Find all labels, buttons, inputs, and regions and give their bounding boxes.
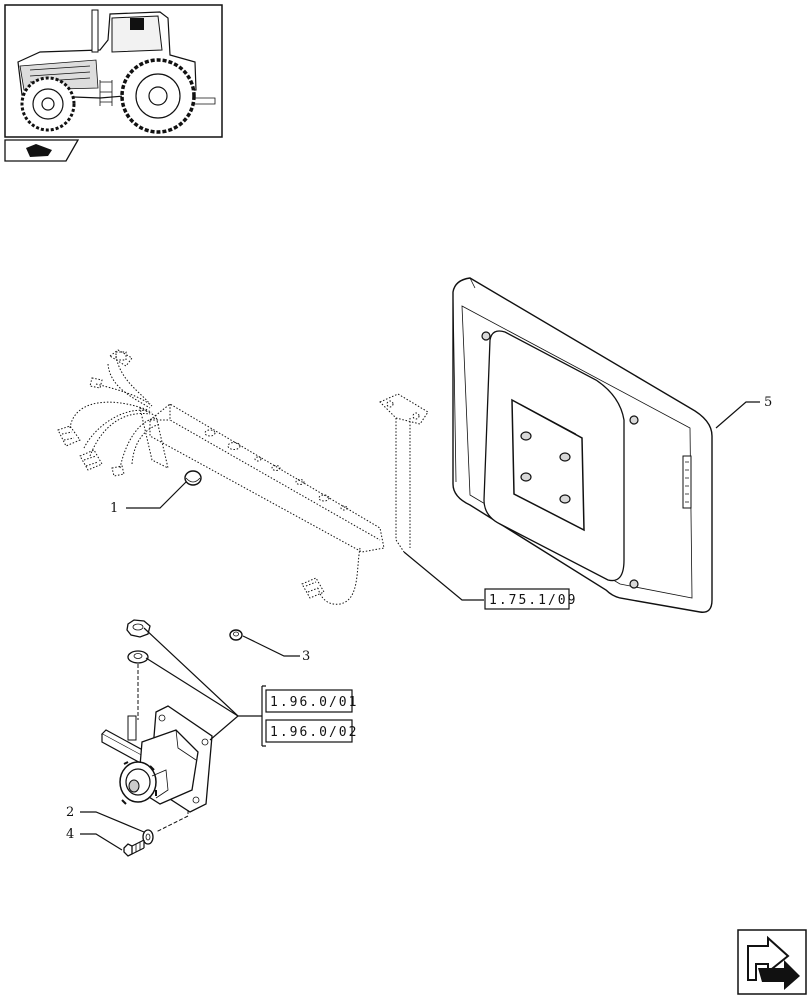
next-page-button[interactable] bbox=[737, 929, 807, 995]
callout-numbers: 1 2 3 4 5 bbox=[66, 395, 772, 842]
reference-label[interactable]: 1.96.0/02 bbox=[270, 725, 358, 740]
callout-4: 4 bbox=[66, 827, 74, 842]
reference-box-harness[interactable]: 1.75.1/09 bbox=[484, 588, 577, 610]
reference-label[interactable]: 1.75.1/09 bbox=[489, 593, 577, 608]
reference-box-mount-2[interactable]: 1.96.0/02 bbox=[265, 719, 358, 743]
callout-2: 2 bbox=[66, 805, 74, 820]
nut-and-washer bbox=[126, 619, 151, 720]
callout-1: 1 bbox=[110, 501, 118, 516]
display-terminal bbox=[452, 277, 713, 613]
callout-3: 3 bbox=[302, 649, 310, 664]
section-tab bbox=[4, 139, 80, 162]
tractor-pictogram-icon bbox=[26, 144, 52, 157]
reference-label[interactable]: 1.96.0/01 bbox=[270, 695, 358, 710]
reference-group-mount bbox=[261, 685, 266, 747]
wiring-harness bbox=[57, 349, 361, 605]
grommet-part bbox=[229, 629, 243, 641]
camera-unit bbox=[101, 705, 213, 833]
callout-5: 5 bbox=[764, 395, 772, 410]
leader-lines bbox=[80, 401, 760, 851]
cap-part bbox=[184, 470, 202, 486]
arrow-nav-icon bbox=[747, 935, 800, 990]
screw-part bbox=[123, 839, 145, 857]
tractor-thumbnail bbox=[4, 4, 223, 138]
mounting-bracket bbox=[139, 393, 429, 553]
reference-box-mount-1[interactable]: 1.96.0/01 bbox=[265, 689, 358, 713]
washer-part bbox=[142, 829, 154, 845]
